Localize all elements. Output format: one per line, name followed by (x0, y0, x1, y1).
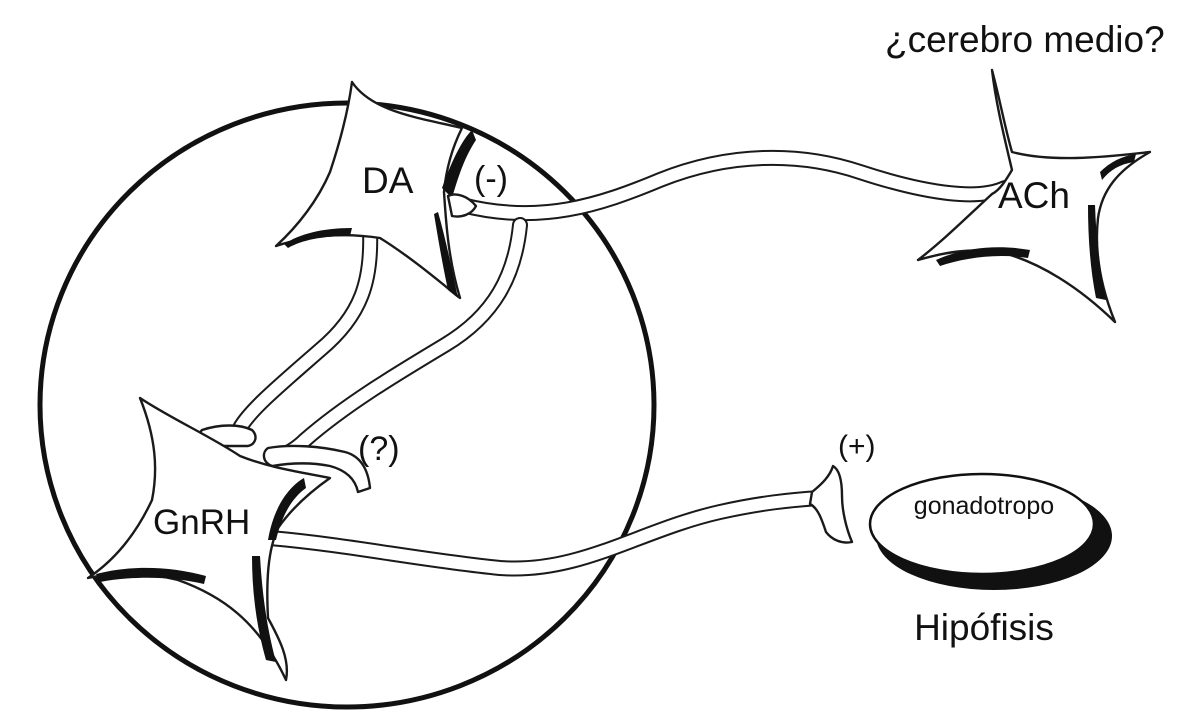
axon-ach-to-da (462, 158, 1005, 213)
excitatory-sign: (+) (838, 430, 876, 463)
gonadotrope-label: gonadotropo (914, 492, 1054, 520)
ach-label: ACh (998, 175, 1070, 216)
unknown-sign: (?) (358, 430, 400, 468)
portal-terminal (810, 466, 852, 543)
gonadotrope-cell: gonadotropo (870, 474, 1112, 590)
gnrh-label: GnRH (153, 503, 250, 542)
inhibitory-sign: (-) (474, 160, 508, 198)
midbrain-label: ¿cerebro medio? (885, 19, 1165, 60)
da-label: DA (362, 160, 414, 201)
pituitary-label: Hipófisis (914, 607, 1054, 648)
